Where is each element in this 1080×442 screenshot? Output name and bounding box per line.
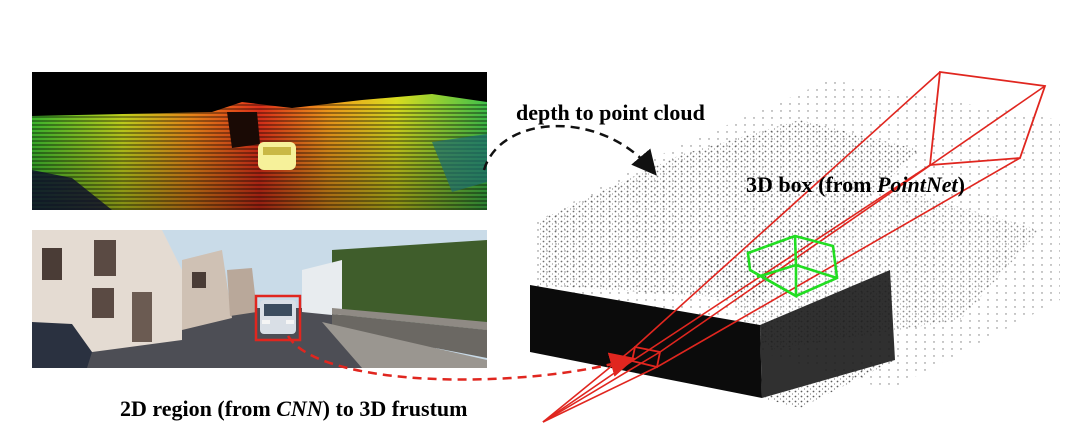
- box-label-prefix: 3D box (from: [746, 172, 877, 197]
- 3d-box-label: 3D box (from PointNet): [746, 172, 965, 198]
- region-label-source: CNN: [276, 396, 323, 421]
- depth-map-image: [32, 72, 487, 210]
- depth-map-graphic: [32, 72, 487, 210]
- region-to-frustum-arrow: [286, 335, 636, 381]
- depth-to-cloud-arrow: [482, 124, 657, 176]
- street-scene-graphic: [32, 230, 487, 368]
- rgb-street-image: [32, 230, 487, 368]
- 3d-bounding-box: [746, 234, 839, 299]
- region-label-suffix: ) to 3D frustum: [322, 396, 468, 421]
- depth-label-text: depth to point cloud: [516, 100, 705, 125]
- 2d-region-label: 2D region (from CNN) to 3D frustum: [120, 396, 468, 422]
- depth-to-point-cloud-label: depth to point cloud: [516, 100, 705, 126]
- region-label-prefix: 2D region (from: [120, 396, 277, 421]
- box-label-suffix: ): [957, 172, 965, 197]
- frustum-far-plane: [928, 70, 1047, 166]
- point-cloud-frustum: [500, 60, 1080, 440]
- point-cloud-graphic: [530, 70, 1060, 423]
- 2d-detection-box: [254, 294, 302, 342]
- point-cloud-front-face: [530, 285, 762, 398]
- box-label-source: PointNet: [876, 172, 958, 197]
